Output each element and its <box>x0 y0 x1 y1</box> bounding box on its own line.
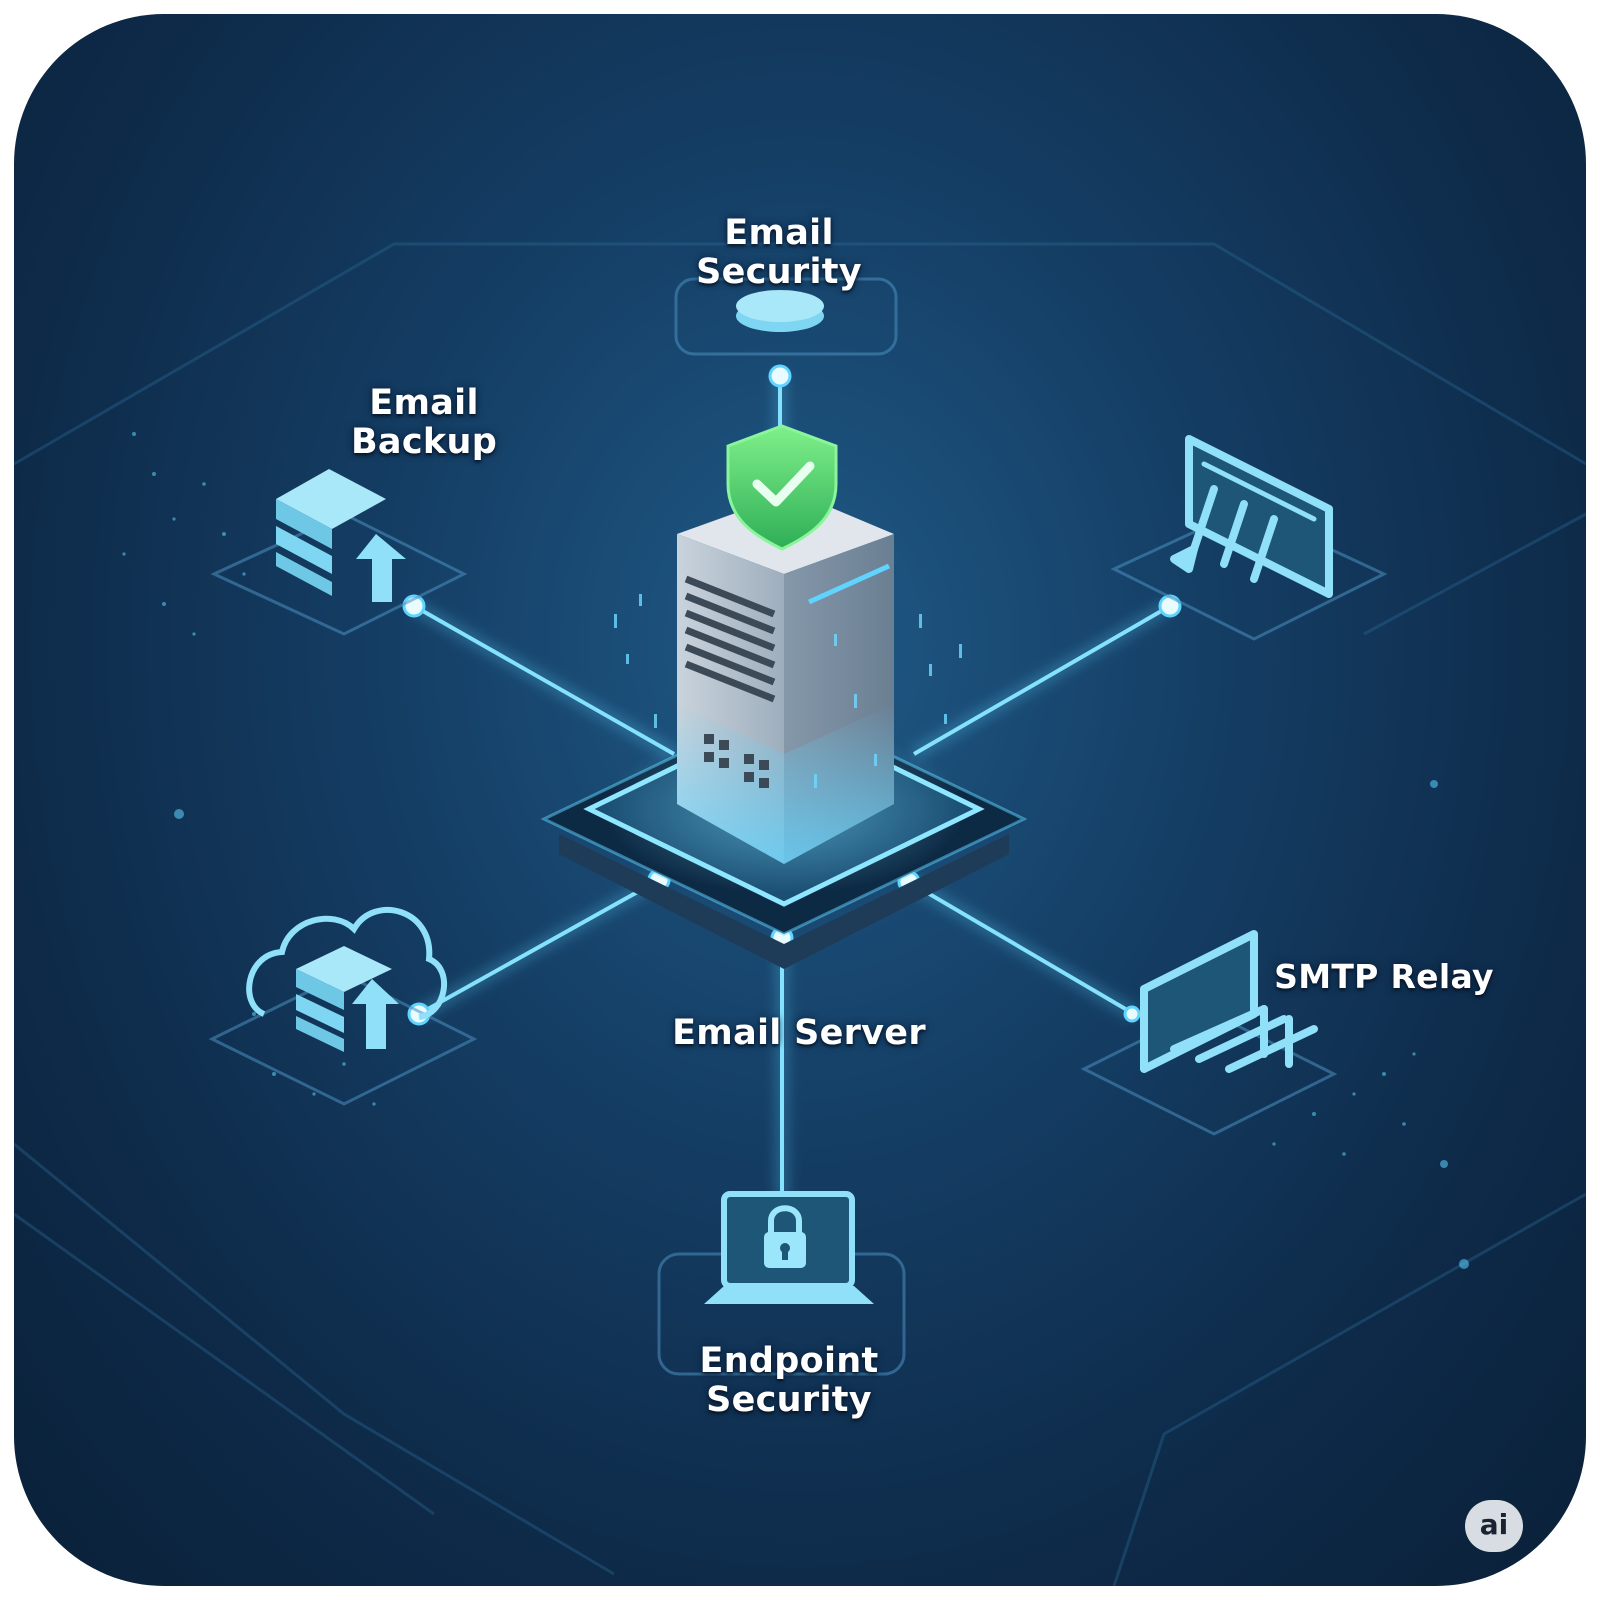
shield-check-icon <box>726 424 838 551</box>
database-upload-icon <box>276 469 406 602</box>
smtp-relay-node <box>1080 930 1338 1136</box>
email-security-label-line1: Email <box>724 213 834 253</box>
connection-glow <box>410 376 1174 1199</box>
email-backup-label: Email Backup <box>334 383 514 463</box>
email-server-label: Email Server <box>672 1013 926 1053</box>
laptop-lock-icon <box>704 1191 874 1304</box>
filter-panel-icon <box>1170 435 1333 598</box>
server-tower-icon <box>614 492 962 864</box>
cloud-database-upload-icon <box>246 906 448 1052</box>
email-backup-label-line1: Email <box>369 383 479 423</box>
server-vents <box>684 575 776 703</box>
email-backup-label-line2: Backup <box>350 422 498 463</box>
endpoint-security-node <box>657 1191 906 1376</box>
endpoint-security-label: Endpoint Security <box>674 1341 904 1421</box>
email-security-node <box>674 277 898 356</box>
smtp-relay-label: SMTP Relay <box>1274 957 1494 996</box>
particle-dots <box>122 432 1469 1269</box>
background-circuit <box>14 242 1586 1586</box>
email-security-label: Email Security <box>674 213 884 293</box>
email-backup-node <box>210 469 468 636</box>
email-security-label-line2: Security <box>696 252 862 293</box>
mail-filter-node <box>1110 435 1388 641</box>
disc-icon <box>736 290 824 332</box>
ai-watermark-badge: ai <box>1465 1500 1523 1552</box>
cloud-backup-node <box>208 906 478 1106</box>
network-diagram <box>14 242 1586 1586</box>
diagram-canvas: Email Security Email Backup SMTP Relay E… <box>14 14 1586 1586</box>
endpoint-security-label-line1: Endpoint <box>699 1341 879 1381</box>
relay-panel-icon <box>1140 930 1318 1073</box>
endpoint-security-label-line2: Security <box>706 1380 872 1421</box>
